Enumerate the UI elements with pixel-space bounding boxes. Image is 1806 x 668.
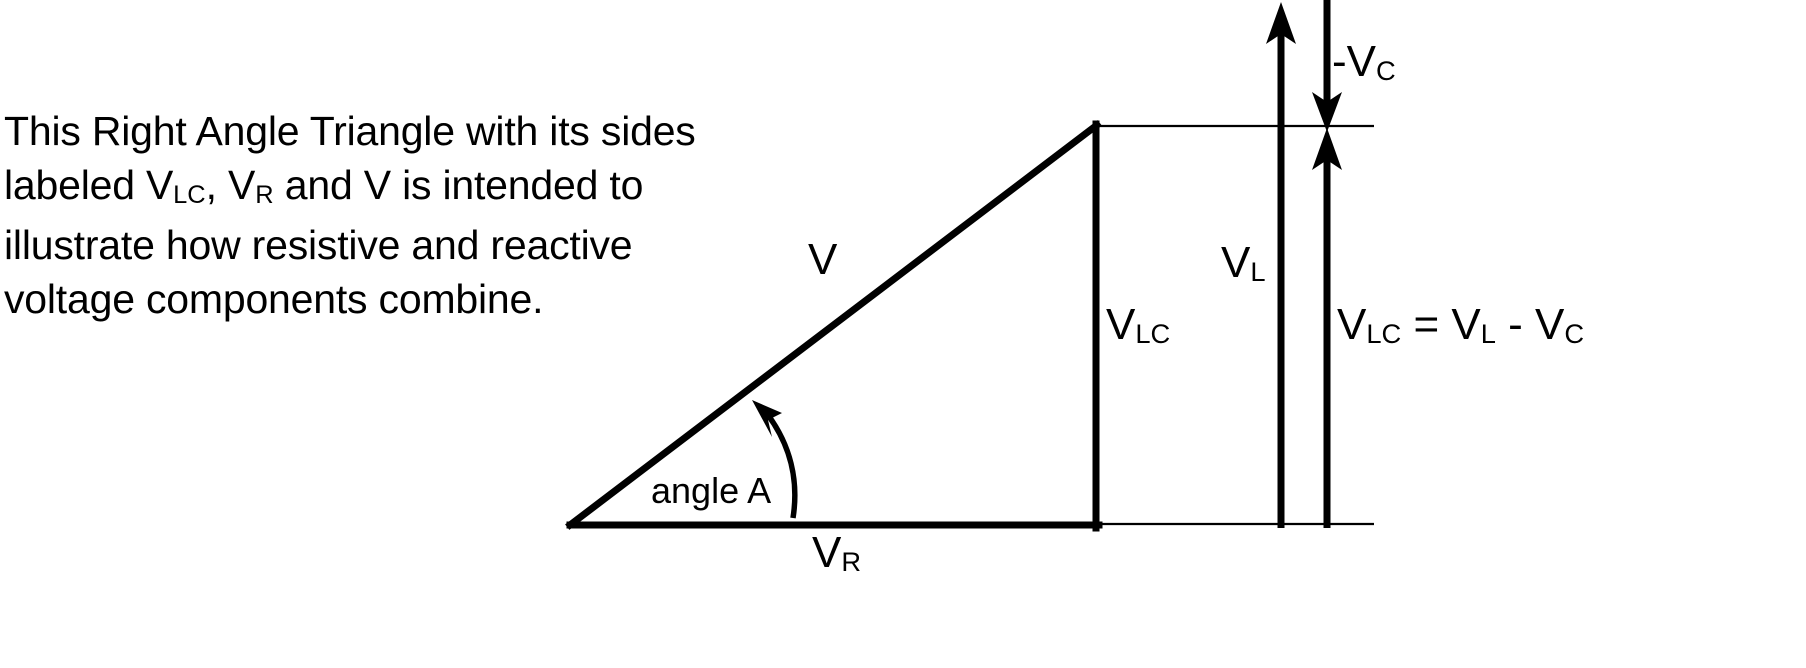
- vl-arrowhead-icon: [1266, 2, 1296, 44]
- description-line-3: illustrate how resistive and reactive: [4, 222, 633, 268]
- vertical-side-label-main: V: [1106, 300, 1136, 349]
- vc-arrowhead-icon: [1312, 92, 1342, 132]
- hypotenuse-label-V: V: [808, 235, 838, 284]
- vertical-side-label-sub: LC: [1135, 318, 1171, 350]
- vl-label-main: V: [1221, 238, 1251, 287]
- base-label-sub: R: [841, 546, 862, 578]
- negvc-label-main: -V: [1332, 37, 1376, 86]
- vlc-equation: VLC = VL - VC: [1337, 300, 1585, 350]
- equation-minus: -: [1495, 300, 1536, 349]
- description-paragraph: This Right Angle Triangle with its sides…: [4, 104, 784, 326]
- negative-vc-label: -VC: [1332, 37, 1396, 87]
- equation-vc-main: V: [1535, 300, 1565, 349]
- description-line-1: This Right Angle Triangle with its sides: [4, 108, 696, 154]
- description-line-2: labeled VLC, VR and V is intended to: [4, 158, 784, 218]
- base-label-VR: VR: [812, 528, 862, 578]
- vl-label-sub: L: [1250, 256, 1266, 288]
- angle-label: angle A: [651, 470, 772, 511]
- description-line-2-part-a: labeled V: [4, 162, 174, 208]
- description-line-2-part-b: , V: [205, 162, 256, 208]
- vertical-side-label-VLC: VLC: [1106, 300, 1171, 350]
- equation-vl-sub: L: [1480, 318, 1496, 350]
- equation-vc-sub: C: [1564, 318, 1585, 350]
- equation-equals: =: [1401, 300, 1452, 349]
- base-label-main: V: [812, 528, 842, 577]
- equation-v-main: V: [1337, 300, 1367, 349]
- vlc-arrowhead-icon: [1312, 128, 1342, 170]
- description-line-2-sub-lc: LC: [173, 181, 206, 210]
- angle-arrowhead-icon: [752, 400, 782, 437]
- negvc-label-sub: C: [1376, 55, 1396, 87]
- description-line-2-sub-r: R: [255, 181, 274, 210]
- equation-vl-main: V: [1451, 300, 1481, 349]
- description-line-2-part-c: and V is intended to: [273, 162, 644, 208]
- angle-arc: [765, 413, 798, 519]
- triangle-hypotenuse: [565, 120, 1102, 530]
- equation-v-sub: LC: [1366, 318, 1402, 350]
- description-line-4: voltage components combine.: [4, 276, 544, 322]
- vl-arrow-label: VL: [1221, 238, 1266, 288]
